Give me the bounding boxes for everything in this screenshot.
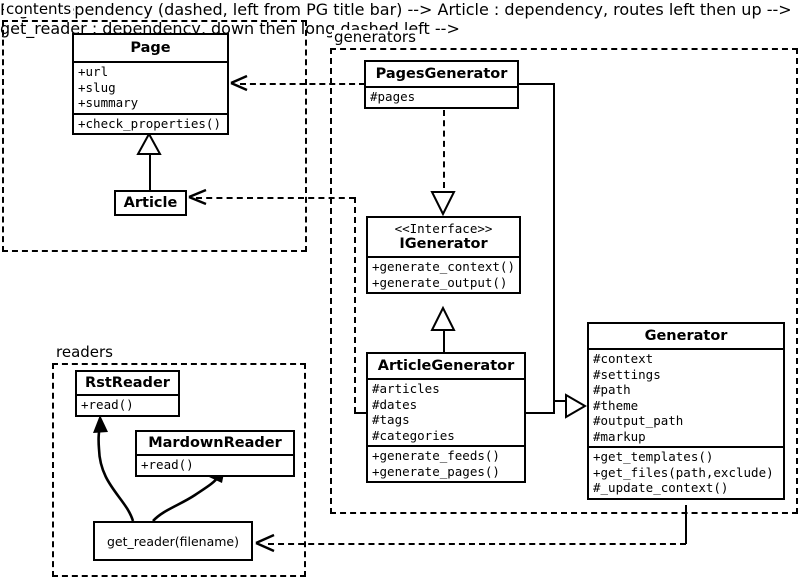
class-rstreader-methods: +read() <box>77 394 178 415</box>
attribute: #path <box>593 382 631 397</box>
attribute: +summary <box>78 95 139 110</box>
gen-pagesgenerator-generator-top <box>518 83 555 85</box>
gen-article-page-line <box>149 153 151 191</box>
function-get-reader[interactable]: get_reader(filename) <box>93 521 253 561</box>
method: +get_files(path,exclude) <box>593 464 774 480</box>
attribute: #pages <box>370 89 416 104</box>
attribute: #markup <box>593 428 646 444</box>
function-get-reader-label: get_reader(filename) <box>107 533 239 549</box>
method: +get_templates() <box>593 449 714 464</box>
attribute: #tags <box>372 412 410 427</box>
dep-articlegenerator-article-vertical <box>354 197 356 413</box>
gen-articlegenerator-generator-line <box>525 412 555 414</box>
method: #_update_context() <box>593 480 729 495</box>
class-pagesgenerator[interactable]: PagesGenerator #pages <box>364 60 519 109</box>
class-pagesgenerator-attributes: #pages <box>366 86 517 107</box>
class-generator-methods: +get_templates() +get_files(path,exclude… <box>589 446 783 498</box>
attribute: #context <box>593 351 654 366</box>
class-generator[interactable]: Generator #context #settings #path #them… <box>587 322 785 500</box>
dep-pagesgenerator-page-line <box>240 83 365 85</box>
class-igenerator-stereotype: <<Interface>> <box>394 221 493 236</box>
class-articlegenerator[interactable]: ArticleGenerator #articles #dates #tags … <box>366 352 526 483</box>
class-page-name: Page <box>130 40 171 56</box>
class-articlegenerator-attributes: #articles #dates #tags #categories <box>368 378 524 445</box>
class-page-attributes: +url +slug +summary <box>74 61 227 113</box>
class-article[interactable]: Article <box>114 190 187 216</box>
class-rstreader[interactable]: RstReader +read() <box>75 370 180 417</box>
class-igenerator-name: <<Interface>> IGenerator <box>368 218 519 256</box>
attribute: #output_path <box>593 413 684 428</box>
attribute: +slug <box>78 79 116 95</box>
class-pagesgenerator-name: PagesGenerator <box>375 66 508 82</box>
dep-generator-getreader-line <box>268 543 686 545</box>
dep-generator-getreader-drop <box>685 505 687 544</box>
attribute: +url <box>78 64 109 79</box>
method: +check_properties() <box>78 115 221 131</box>
method: +generate_output() <box>372 274 508 290</box>
package-contents-label: contents <box>4 0 74 18</box>
method: +generate_pages() <box>372 463 500 479</box>
attribute: #articles <box>372 381 440 396</box>
method: +read() <box>81 397 134 412</box>
class-generator-name: Generator <box>644 328 728 344</box>
class-page[interactable]: Page +url +slug +summary +check_properti… <box>72 33 229 135</box>
gen-pagesgenerator-generator-join <box>553 400 570 402</box>
package-readers <box>52 363 306 577</box>
method: +generate_context() <box>372 259 515 274</box>
package-generators-label: generators <box>332 28 418 46</box>
dep-articlegenerator-article-line <box>196 197 355 199</box>
class-article-name: Article <box>123 195 178 211</box>
class-articlegenerator-name: ArticleGenerator <box>377 358 515 374</box>
attribute: #dates <box>372 396 418 412</box>
real-pagesgenerator-igenerator-line <box>443 110 445 188</box>
attribute: #settings <box>593 366 661 382</box>
gen-articlegenerator-igenerator-line <box>443 312 445 354</box>
method: +read() <box>141 457 194 472</box>
package-readers-label: readers <box>54 343 115 361</box>
class-rstreader-name: RstReader <box>85 375 170 391</box>
gen-pagesgenerator-generator-vertical <box>553 83 555 402</box>
class-mardownreader-methods: +read() <box>137 454 293 475</box>
dep-articlegenerator-article-stub <box>354 412 366 414</box>
class-page-methods: +check_properties() <box>74 112 227 134</box>
gen-articlegenerator-generator-riser <box>553 400 555 414</box>
class-generator-attributes: #context #settings #path #theme #output_… <box>589 348 783 446</box>
class-igenerator-title: IGenerator <box>399 236 488 252</box>
package-generators <box>330 48 798 514</box>
class-articlegenerator-methods: +generate_feeds() +generate_pages() <box>368 445 524 481</box>
class-mardownreader[interactable]: MardownReader +read() <box>135 430 295 477</box>
class-igenerator[interactable]: <<Interface>> IGenerator +generate_conte… <box>366 216 521 294</box>
method: +generate_feeds() <box>372 448 500 463</box>
package-contents <box>2 20 307 252</box>
class-igenerator-methods: +generate_context() +generate_output() <box>368 256 519 292</box>
attribute: #theme <box>593 397 639 413</box>
class-mardownreader-name: MardownReader <box>148 435 282 451</box>
attribute: #categories <box>372 427 455 443</box>
